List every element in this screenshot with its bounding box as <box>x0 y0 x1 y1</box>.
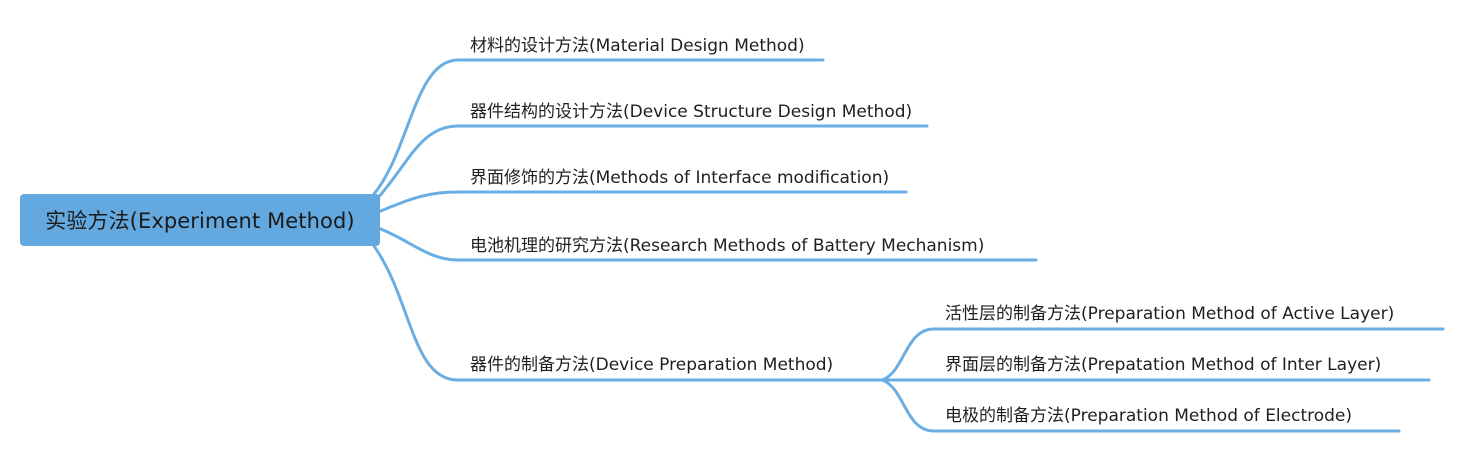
connector-root-mechanism <box>376 226 460 262</box>
subbranch-inter-layer[interactable]: 界面层的制备方法(Prepatation Method of Inter Lay… <box>945 355 1382 375</box>
connector-root-material <box>372 58 460 196</box>
subbranch-electrode[interactable]: 电极的制备方法(Preparation Method of Electrode) <box>945 406 1353 426</box>
root-label: 实验方法(Experiment Method) <box>45 209 355 233</box>
root-node[interactable]: 实验方法(Experiment Method) <box>20 194 380 246</box>
connector-prep-electrode <box>880 378 936 433</box>
branch-interface-modification[interactable]: 界面修饰的方法(Methods of Interface modificatio… <box>470 168 890 188</box>
branch-device-preparation[interactable]: 器件的制备方法(Device Preparation Method) <box>470 355 834 375</box>
branch-battery-mechanism[interactable]: 电池机理的研究方法(Research Methods of Battery Me… <box>470 236 985 256</box>
connector-prep-active <box>880 327 936 382</box>
branch-material-design[interactable]: 材料的设计方法(Material Design Method) <box>470 36 805 56</box>
connector-root-device-structure <box>374 124 460 202</box>
branch-device-structure-design[interactable]: 器件结构的设计方法(Device Structure Design Method… <box>470 102 913 122</box>
subbranch-active-layer[interactable]: 活性层的制备方法(Preparation Method of Active La… <box>945 304 1395 324</box>
connector-root-interface <box>376 190 460 214</box>
connector-root-device-preparation <box>372 244 460 382</box>
